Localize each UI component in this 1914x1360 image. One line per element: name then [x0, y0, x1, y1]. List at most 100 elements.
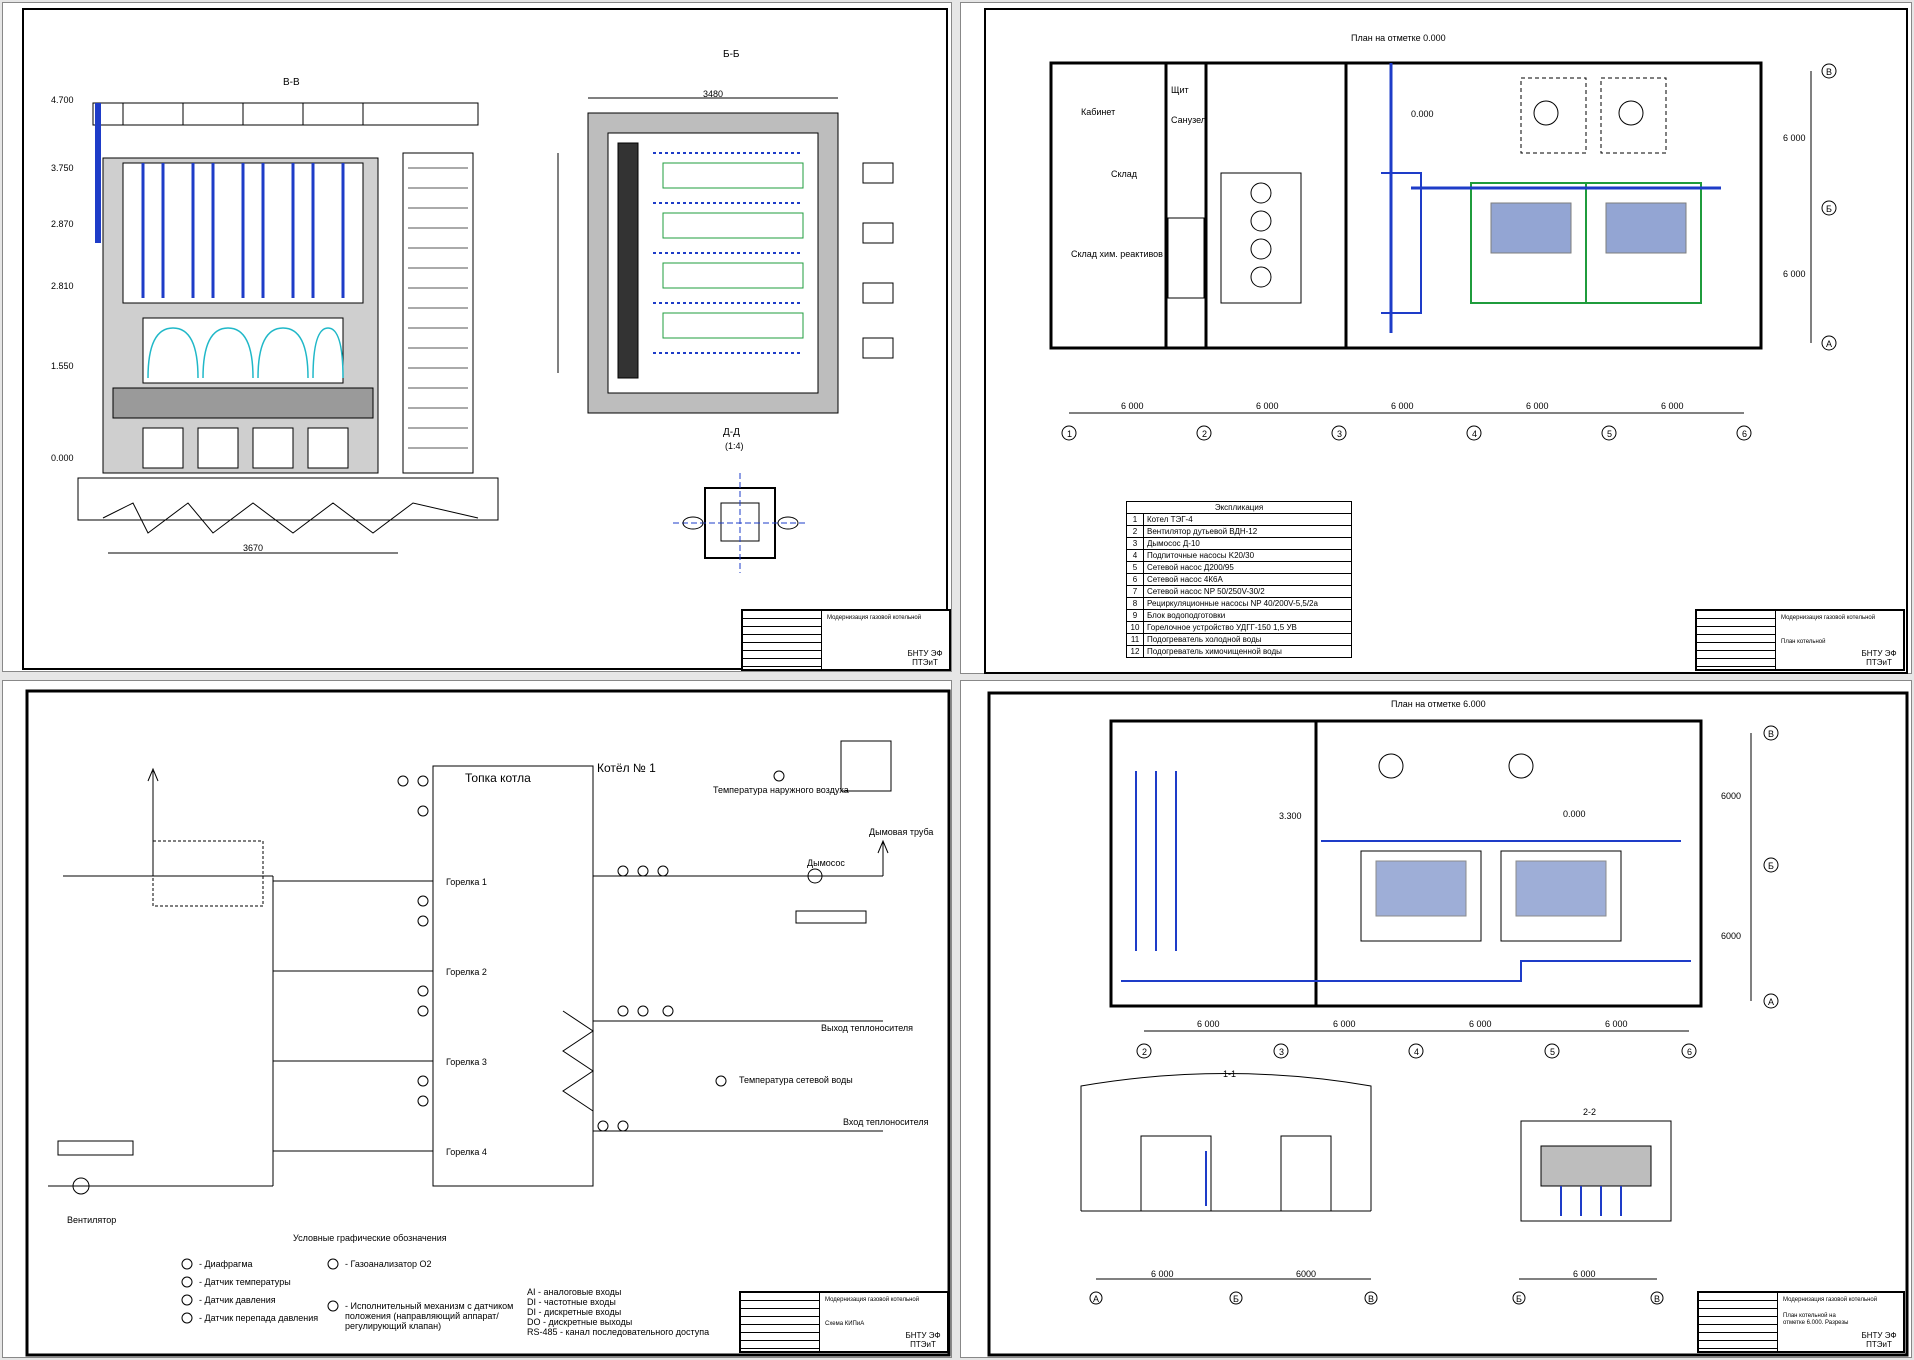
plan-6000-drawing: [987, 691, 1909, 1357]
outdoor-temp-label: Температура наружного воздуха: [713, 785, 849, 795]
dim-horizontal: 6 000: [1526, 401, 1549, 411]
dim-bottom: 3670: [243, 543, 264, 553]
section-vv: [77, 102, 499, 554]
sheet-plan-6000: План на отметке 6.000 3.300 0.000 2 3 4 …: [960, 680, 1912, 1358]
level-mark: 0.000: [1411, 109, 1434, 119]
elevation-mark: 4.700: [51, 95, 74, 105]
legend-item: - Датчик перепада давления: [199, 1313, 319, 1323]
furnace-title: Топка котла: [465, 771, 531, 785]
section-axis: В: [1368, 1294, 1375, 1304]
building-walls: [1109, 719, 1703, 1008]
legend-item: - Датчик температуры: [199, 1277, 291, 1287]
section-dd-scale: (1:4): [725, 441, 744, 451]
section-axis: Б: [1233, 1294, 1239, 1304]
axis-letter: В: [1768, 729, 1775, 739]
axis-number: 4: [1472, 429, 1478, 439]
legend-item: - Датчик давления: [199, 1295, 276, 1305]
plan-title: План на отметке 0.000: [1351, 33, 1446, 43]
title-block: Модернизация газовой котельной БНТУ ЭФ П…: [741, 609, 951, 671]
axis-letter: А: [1826, 339, 1833, 349]
stamp-subtitle: Схема КИПиА: [825, 1321, 865, 1327]
dim-horizontal: 6 000: [1469, 1019, 1492, 1029]
burner-label: Горелка 1: [446, 877, 487, 887]
elevation-mark: 2.810: [51, 281, 74, 291]
axis-grid: [1136, 725, 1779, 1059]
stamp-subtitle: План котельной на отметке 6.000. Разрезы: [1783, 1313, 1849, 1326]
signal-item: DI - дискретные входы: [527, 1307, 622, 1317]
axis-number: 6: [1742, 429, 1748, 439]
section-dim: 6000: [1296, 1269, 1317, 1279]
stamp-title: Модернизация газовой котельной: [825, 1297, 920, 1303]
network-water-temp-label: Температура сетевой воды: [739, 1075, 853, 1085]
fan-label: Вентилятор: [67, 1215, 117, 1225]
plan-0000-drawing: [984, 8, 1908, 674]
axis-number: 3: [1337, 429, 1343, 439]
section-axis: В: [1654, 1294, 1661, 1304]
section-dd: [673, 473, 808, 573]
dim-vertical: 6000: [1721, 931, 1742, 941]
room-label: Склад: [1111, 169, 1138, 179]
dim-horizontal: 6 000: [1333, 1019, 1356, 1029]
elevation-mark: 0.000: [51, 453, 74, 463]
section-dd-title: Д-Д: [723, 427, 740, 438]
section-bb-title: Б-Б: [723, 49, 740, 60]
room-label: Кабинет: [1081, 107, 1116, 117]
dim-vertical: 6000: [1721, 791, 1742, 801]
axis-number: 2: [1142, 1047, 1148, 1057]
axis-letter: Б: [1768, 861, 1774, 871]
plan-title: План на отметке 6.000: [1391, 699, 1486, 709]
axis-number: 2: [1202, 429, 1208, 439]
elevation-mark: 3.750: [51, 163, 74, 173]
axis-grid: [1061, 63, 1837, 441]
stamp-org: БНТУ ЭФ ПТЭиТ: [1861, 649, 1897, 667]
coolant-in-label: Вход теплоносителя: [843, 1117, 929, 1127]
stamp-title: Модернизация газовой котельной: [1783, 1297, 1878, 1303]
dim-horizontal: 6 000: [1391, 401, 1414, 411]
dim-top-bb: 3480: [703, 89, 724, 99]
sheet-plan-0000: План на отметке 0.000 Кабинет Щит Санузе…: [960, 2, 1912, 674]
axis-number: 4: [1414, 1047, 1420, 1057]
title-block: Модернизация газовой котельной Схема КИП…: [739, 1291, 949, 1353]
stamp-title: Модернизация газовой котельной: [1781, 615, 1876, 621]
boiler-room: [1381, 63, 1721, 333]
level-mark: 0.000: [1563, 809, 1586, 819]
section-title: 2-2: [1583, 1107, 1597, 1117]
axis-number: 6: [1687, 1047, 1693, 1057]
section-title: 1-1: [1223, 1069, 1237, 1079]
legend-item: - Диафрагма: [199, 1259, 253, 1269]
level-mark: 3.300: [1279, 811, 1302, 821]
title-block: Модернизация газовой котельной План коте…: [1695, 609, 1905, 671]
elevation-mark: 1.550: [51, 361, 74, 371]
room-label: Санузел: [1171, 115, 1207, 125]
stamp-title: Модернизация газовой котельной: [827, 615, 922, 621]
section-vv-title: В-В: [283, 77, 300, 88]
building-walls: [1049, 61, 1763, 350]
elevation-mark: 2.870: [51, 219, 74, 229]
signal-item: DO - дискретные выходы: [527, 1317, 633, 1327]
dim-horizontal: 6 000: [1256, 401, 1279, 411]
stamp-org: БНТУ ЭФ ПТЭиТ: [1861, 1331, 1897, 1349]
dim-horizontal: 6 000: [1605, 1019, 1628, 1029]
dim-horizontal: 6 000: [1121, 401, 1144, 411]
section-dim: 6 000: [1573, 1269, 1596, 1279]
instrumentation-drawing: [25, 689, 951, 1357]
signal-item: RS-485 - канал последовательного доступа: [527, 1327, 710, 1337]
legend-title: Условные графические обозначения: [293, 1233, 447, 1243]
stamp-org: БНТУ ЭФ ПТЭиТ: [905, 1331, 941, 1349]
axis-letter: А: [1768, 997, 1775, 1007]
section-axis: Б: [1516, 1294, 1522, 1304]
section-1-1: [1080, 1073, 1378, 1305]
burner-label: Горелка 3: [446, 1057, 487, 1067]
spec-header: Экспликация: [1214, 503, 1264, 512]
